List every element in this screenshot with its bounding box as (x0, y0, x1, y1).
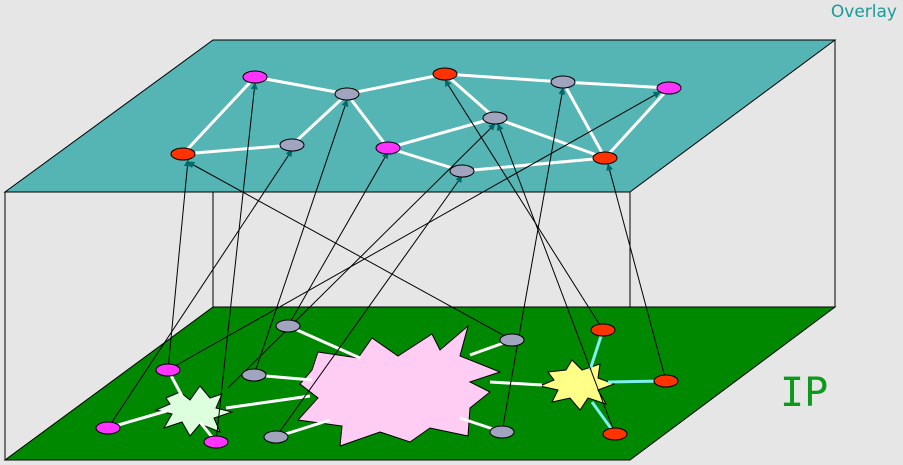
ip-node (499, 333, 525, 347)
overlay-node (592, 151, 618, 165)
ip-node (590, 323, 616, 337)
overlay-node (656, 81, 682, 95)
mapping-lines (107, 79, 667, 443)
ip-label: IP (780, 370, 829, 416)
overlay-node (550, 75, 576, 89)
ip-node (95, 421, 121, 435)
ip-node (275, 319, 301, 333)
overlay-node (449, 164, 475, 178)
cloud-lightgreen (154, 385, 234, 437)
overlay-node (170, 147, 196, 161)
ip-node (241, 368, 267, 382)
overlay-node (242, 70, 268, 84)
overlay-nodes (170, 67, 682, 178)
overlay-label: Overlay (830, 2, 897, 22)
overlay-node (482, 111, 508, 125)
ip-node (263, 430, 289, 444)
ip-node (489, 425, 515, 439)
overlay-node (432, 67, 458, 81)
overlay-links (181, 72, 671, 173)
overlay-plane (3, 39, 837, 193)
overlay-node (334, 87, 360, 101)
ip-node (653, 374, 679, 388)
ip-node (203, 435, 229, 449)
cloud-yellow (538, 359, 616, 411)
ip-node (155, 363, 181, 377)
cloud-pink (296, 324, 502, 447)
overlay-node (375, 141, 401, 155)
ip-nodes (95, 319, 679, 449)
ip-node (602, 427, 628, 441)
overlay-node (279, 138, 305, 152)
